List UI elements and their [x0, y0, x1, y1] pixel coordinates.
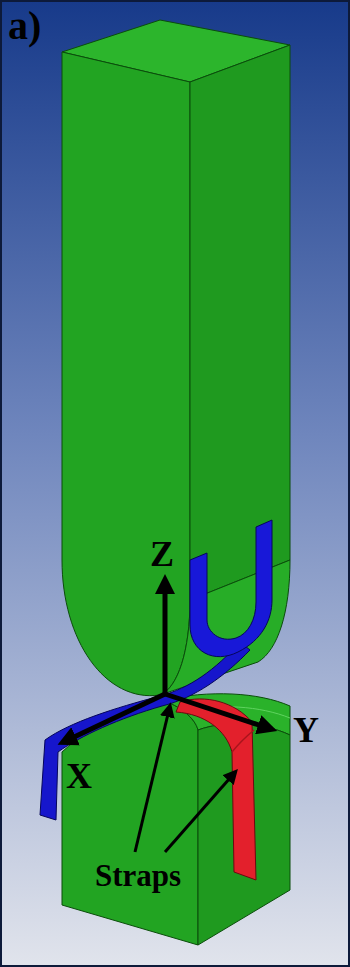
blue-strap-loop	[190, 520, 272, 657]
upper-left-face	[62, 52, 190, 696]
y-axis-arrow	[165, 694, 262, 726]
strap-fold	[232, 730, 254, 752]
panel-label: a)	[8, 6, 41, 46]
axis-label: X	[66, 758, 92, 794]
z-axis-arrow	[163, 590, 168, 694]
red-strap	[176, 699, 256, 880]
part-label: Straps	[95, 860, 181, 891]
leader-arrow	[135, 714, 168, 852]
leader-arrow	[165, 778, 230, 852]
axis-label: Z	[150, 536, 174, 572]
x-axis-arrow	[72, 694, 165, 738]
upper-right-face	[190, 45, 290, 600]
axis-label: Y	[293, 712, 319, 748]
